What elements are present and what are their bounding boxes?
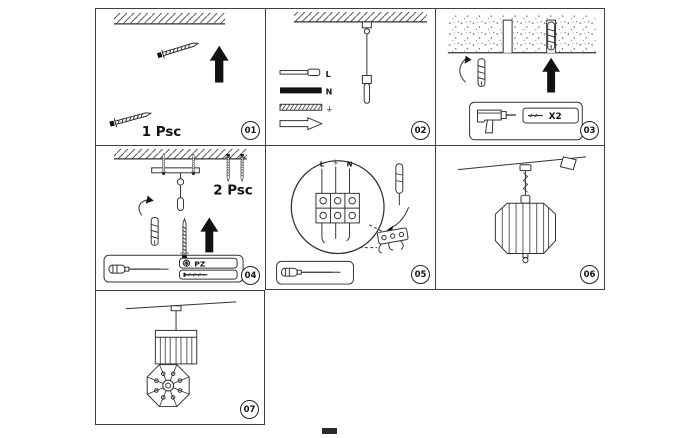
pendant-cord-icon (361, 21, 372, 104)
pendant-lamp-icon (494, 164, 556, 264)
ceiling-cup-detail (376, 227, 409, 254)
terminal-neutral-label: N (347, 161, 353, 169)
magnifier-circle (290, 160, 385, 255)
ceiling-hatch-icon (293, 11, 427, 23)
step-07-drawing (125, 301, 237, 408)
leader-line (369, 224, 386, 234)
ceiling-hatch-icon (113, 12, 226, 25)
screwdriver-icon (280, 267, 342, 277)
terminal-block-icon: L ⏚ N (315, 159, 360, 244)
screw-size-box (179, 269, 238, 280)
step-06-drawing (457, 156, 587, 264)
screwdriver-icon (108, 264, 170, 274)
terminal-live-label: L (320, 161, 325, 169)
strip-arrow-icon (279, 116, 323, 131)
rotate-arrow-icon (138, 195, 154, 216)
bit-type-label: PZ (194, 260, 205, 269)
drill-icon (477, 109, 517, 134)
step-panel-02: L N ⏚ 02 (265, 8, 435, 145)
ceiling-hatch-icon (113, 148, 248, 160)
up-arrow-icon (200, 217, 219, 253)
step-number-badge: 06 (580, 265, 599, 284)
wall-plug-icon (150, 217, 159, 246)
step-grid: 1 Psc 01 L (95, 8, 605, 425)
drill-count-label: X2 (549, 112, 562, 122)
quantity-label: 2 Psc (213, 184, 253, 199)
rotate-arrow-icon (459, 55, 472, 83)
step-01-drawing: 1 Psc (108, 12, 229, 140)
step-panel-07: 07 (95, 290, 265, 425)
step-05-drawing: L ⏚ N (276, 159, 410, 285)
quantity-label: 1 Psc (142, 125, 182, 140)
tool-box: PZ (103, 254, 244, 283)
step-panel-01: 1 Psc 01 (95, 8, 265, 145)
screw-icon (155, 38, 200, 61)
step-number-badge: 07 (240, 400, 259, 419)
earth-wire-label: ⏚ (326, 105, 333, 114)
step-number-badge: 01 (241, 121, 260, 140)
step-panel-03: X2 03 (435, 8, 605, 145)
mounting-bracket-icon (151, 167, 200, 212)
frame-top-view-icon (146, 364, 190, 408)
neutral-wire-label: N (326, 87, 333, 96)
step-02-drawing: L N ⏚ (279, 11, 427, 131)
wall-plug-icon (547, 21, 556, 51)
step-number-badge: 04 (241, 266, 260, 285)
step-panel-05: L ⏚ N (265, 145, 435, 290)
drill-bit-icon (527, 113, 543, 118)
step-04-drawing: 2 Psc (103, 148, 253, 283)
step-number-badge: 02 (411, 121, 430, 140)
page-mark (322, 428, 337, 434)
step-number-badge: 03 (580, 121, 599, 140)
bit-type-box (179, 257, 238, 269)
tool-box: X2 (469, 101, 583, 141)
up-arrow-icon (542, 57, 561, 93)
step-03-drawing: X2 (447, 14, 597, 141)
pozidriv-icon (182, 259, 191, 267)
cord-grip-icon (395, 163, 404, 206)
small-screw-icon (183, 272, 208, 277)
up-arrow-icon (209, 45, 229, 83)
step-panel-04: 2 Psc (95, 145, 265, 290)
live-wire-label: L (326, 70, 331, 79)
step-panel-06: 06 (435, 145, 605, 290)
section-flag-icon (559, 156, 577, 171)
screw-icon (179, 218, 190, 259)
tool-box (276, 260, 354, 285)
wire-legend: L N ⏚ (279, 68, 333, 131)
wall-plug-icon (477, 58, 486, 87)
step-number-badge: 05 (411, 265, 430, 284)
terminal-earth-label: ⏚ (332, 159, 338, 167)
drill-bit-box (522, 107, 579, 124)
concrete-ceiling-icon (447, 14, 597, 54)
box-shade-icon (154, 305, 198, 365)
